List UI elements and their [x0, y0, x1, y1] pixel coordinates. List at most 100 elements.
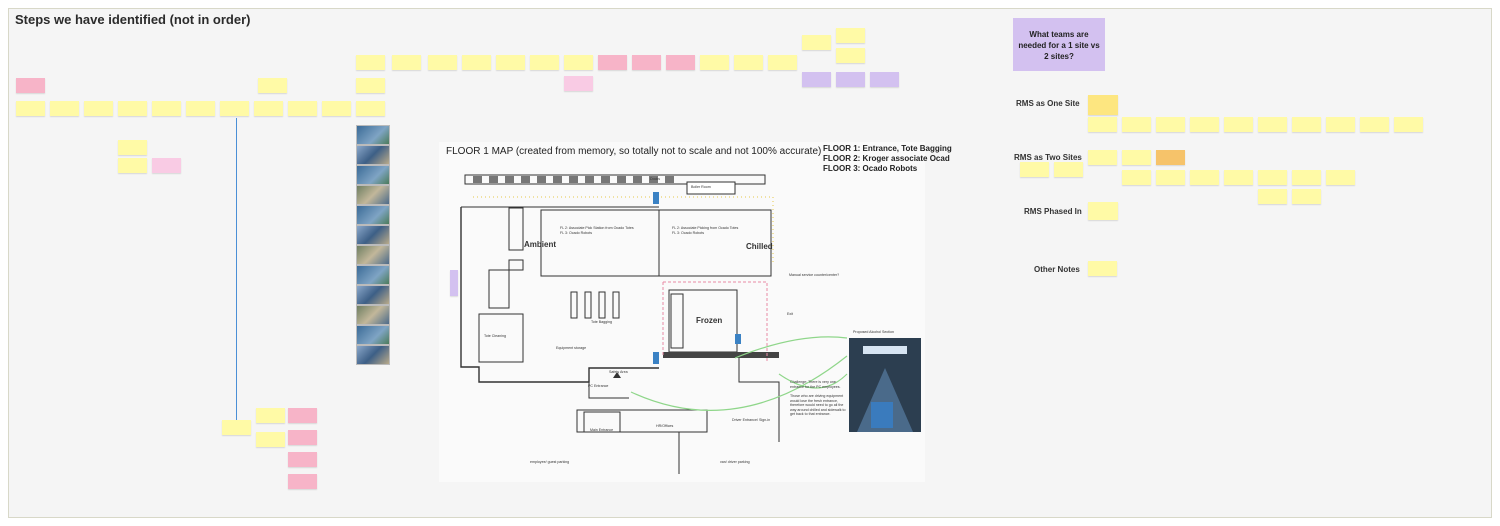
- challenge-note: Challenge: There is very one entrance fo…: [790, 380, 841, 389]
- photo-thumbnail[interactable]: [356, 125, 390, 145]
- map-title: FLOOR 1 MAP (created from memory, so tot…: [446, 146, 822, 157]
- photo-thumbnail[interactable]: [356, 345, 390, 365]
- sticky-note[interactable]: [1122, 117, 1151, 132]
- sticky-note[interactable]: [802, 72, 831, 87]
- sticky-note[interactable]: [1156, 150, 1185, 165]
- sticky-note[interactable]: [356, 78, 385, 93]
- sticky-note[interactable]: [450, 270, 458, 296]
- sticky-note[interactable]: [1122, 150, 1151, 165]
- sticky-note[interactable]: [152, 101, 181, 116]
- sticky-note[interactable]: [564, 76, 593, 91]
- sticky-note[interactable]: [1088, 150, 1117, 165]
- sticky-note[interactable]: [836, 72, 865, 87]
- sticky-note[interactable]: [118, 101, 147, 116]
- sticky-note[interactable]: [288, 474, 317, 489]
- sticky-note[interactable]: [256, 408, 285, 423]
- sticky-note[interactable]: [1190, 170, 1219, 185]
- sticky-note[interactable]: [1360, 117, 1389, 132]
- sticky-note[interactable]: [1122, 170, 1151, 185]
- sticky-note[interactable]: [1190, 117, 1219, 132]
- sticky-note[interactable]: [256, 432, 285, 447]
- sticky-note[interactable]: [496, 55, 525, 70]
- sticky-note[interactable]: [768, 55, 797, 70]
- sticky-note[interactable]: [734, 55, 763, 70]
- sticky-note[interactable]: [836, 28, 865, 43]
- sticky-note[interactable]: [1326, 170, 1355, 185]
- sticky-note[interactable]: [700, 55, 729, 70]
- sticky-note[interactable]: [356, 101, 385, 116]
- sticky-note[interactable]: [598, 55, 627, 70]
- photo-thumbnail[interactable]: [356, 325, 390, 345]
- tote-bagging-label: Tote Bagging: [591, 320, 612, 324]
- photo-thumbnail[interactable]: [356, 165, 390, 185]
- sticky-note[interactable]: [16, 78, 45, 93]
- sticky-note[interactable]: [1258, 117, 1287, 132]
- sticky-note[interactable]: [1258, 189, 1287, 204]
- sticky-note[interactable]: [1394, 117, 1423, 132]
- sticky-note[interactable]: [258, 78, 287, 93]
- ambient-label: Ambient: [524, 240, 556, 249]
- sticky-note[interactable]: [1088, 117, 1117, 132]
- photo-thumbnail[interactable]: [356, 145, 390, 165]
- sticky-note[interactable]: [564, 55, 593, 70]
- photo-thumbnail[interactable]: [356, 185, 390, 205]
- sticky-note[interactable]: [118, 158, 147, 173]
- row-header-notes: Other Notes: [1034, 265, 1080, 274]
- sticky-note[interactable]: [836, 48, 865, 63]
- hr-offices-label: HR/Offices: [656, 424, 674, 428]
- photo-thumbnail[interactable]: [356, 305, 390, 325]
- sticky-note[interactable]: [288, 452, 317, 467]
- sticky-note[interactable]: [632, 55, 661, 70]
- sticky-note[interactable]: [118, 140, 147, 155]
- sticky-note[interactable]: [1258, 170, 1287, 185]
- photo-thumbnail[interactable]: [356, 245, 390, 265]
- alcohol-section-label: Proposed Alcohol Section: [853, 330, 894, 334]
- sticky-note[interactable]: [1054, 162, 1083, 177]
- row-header-one-site: RMS as One Site: [1016, 99, 1080, 108]
- floor-legend: FLOOR 1: Entrance, Tote Bagging FLOOR 2:…: [823, 144, 952, 174]
- sticky-note[interactable]: [1156, 170, 1185, 185]
- sticky-note[interactable]: [84, 101, 113, 116]
- sticky-note[interactable]: [1088, 202, 1118, 220]
- fl2-picking-label: FL 2: Associate Picking from Ocado Totes: [672, 226, 739, 230]
- safety-area-label: Safety Area: [609, 370, 628, 374]
- sticky-note[interactable]: [1088, 95, 1118, 115]
- sticky-note[interactable]: [222, 420, 251, 435]
- sticky-note[interactable]: [152, 158, 181, 173]
- main-entrance-label: Main Entrance: [590, 428, 614, 432]
- photo-thumbnail[interactable]: [356, 205, 390, 225]
- photo-thumbnail[interactable]: [356, 285, 390, 305]
- sticky-note[interactable]: [1292, 117, 1321, 132]
- photo-thumbnail[interactable]: [356, 265, 390, 285]
- sticky-note[interactable]: [1326, 117, 1355, 132]
- sticky-note[interactable]: [288, 101, 317, 116]
- sticky-note[interactable]: [288, 408, 317, 423]
- sticky-note[interactable]: [870, 72, 899, 87]
- sticky-note[interactable]: [288, 430, 317, 445]
- sticky-note[interactable]: [1156, 117, 1185, 132]
- sticky-note[interactable]: [50, 101, 79, 116]
- sticky-note[interactable]: [530, 55, 559, 70]
- sticky-note[interactable]: [802, 35, 831, 50]
- sticky-note[interactable]: [1224, 117, 1253, 132]
- sticky-note[interactable]: [666, 55, 695, 70]
- sticky-note[interactable]: [1088, 261, 1117, 276]
- sticky-note[interactable]: [220, 101, 249, 116]
- teams-question-sticky[interactable]: What teams are needed for a 1 site vs 2 …: [1013, 18, 1105, 71]
- challenge-detail: Those who are driving equipment would lo…: [790, 394, 846, 416]
- sticky-note[interactable]: [1292, 189, 1321, 204]
- sticky-note[interactable]: [1020, 162, 1049, 177]
- sticky-note[interactable]: [1292, 170, 1321, 185]
- row-header-two-sites: RMS as Two Sites: [1014, 153, 1082, 162]
- sticky-note[interactable]: [428, 55, 457, 70]
- photo-thumbnail[interactable]: [356, 225, 390, 245]
- sticky-note[interactable]: [16, 101, 45, 116]
- sticky-note[interactable]: [254, 101, 283, 116]
- sticky-note[interactable]: [322, 101, 351, 116]
- sticky-note[interactable]: [462, 55, 491, 70]
- sticky-note[interactable]: [392, 55, 421, 70]
- sticky-note[interactable]: [356, 55, 385, 70]
- sticky-note[interactable]: [186, 101, 215, 116]
- sticky-note[interactable]: [1224, 170, 1253, 185]
- employee-parking-label: employee/ guest parking: [530, 460, 570, 464]
